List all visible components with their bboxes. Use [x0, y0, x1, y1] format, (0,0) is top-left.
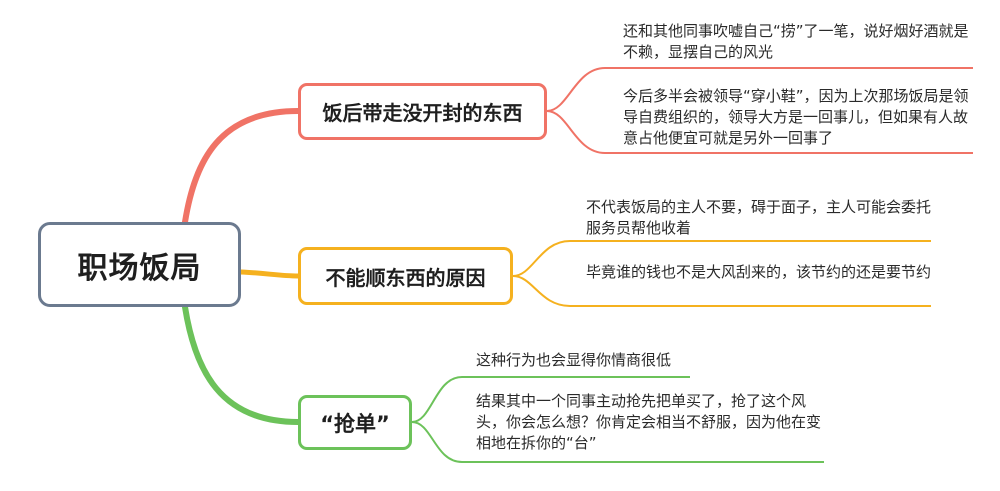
subtopic-text[interactable]: 毕竟谁的钱也不是大风刮来的，该节约的还是要节约	[586, 263, 932, 281]
connector-root-branch-1	[182, 108, 301, 225]
branch-topic-label: 不能顺东西的原因	[325, 265, 486, 290]
subtopic-text[interactable]: 还和其他同事吹嘘自己“捞”了一笔，说好烟好酒就是不赖，显摆自己的风光	[623, 22, 969, 61]
connector-branch-3-leaf-1	[411, 376, 690, 423]
subtopic-text[interactable]: 不代表饭局的主人不要，碍于面子，主人可能会委托服务员帮他收着	[586, 198, 932, 237]
connector-branch-1-leaf-2	[546, 110, 973, 154]
connector-root-branch-3	[182, 304, 301, 425]
branch-topic-label: 饭后带走没开封的东西	[322, 101, 523, 125]
branch-topic-takeaway[interactable]: 饭后带走没开封的东西	[298, 83, 547, 140]
connector-branch-2-leaf-2	[512, 275, 931, 307]
connector-branch-2-leaf-1	[512, 240, 931, 277]
root-topic-label: 职场饭局	[77, 250, 202, 286]
subtopic-text[interactable]: 这种行为也会显得你情商很低	[476, 351, 672, 369]
subtopic-text[interactable]: 结果其中一个同事主动抢先把单买了，抢了这个风头，你会怎么想？你肯定会相当不舒服，…	[476, 392, 822, 452]
root-topic[interactable]: 职场饭局	[38, 222, 241, 307]
branch-topic-grab-bill[interactable]: “抢单”	[298, 395, 412, 450]
connector-branch-1-leaf-1	[546, 67, 973, 112]
branch-topic-reasons[interactable]: 不能顺东西的原因	[298, 247, 513, 305]
branch-topic-label: “抢单”	[320, 411, 390, 436]
connector-root-branch-2	[238, 269, 301, 279]
subtopic-text[interactable]: 今后多半会被领导“穿小鞋”，因为上次那场饭局是领导自费组织的，领导大方是一回事儿…	[623, 87, 969, 147]
connector-branch-3-leaf-2	[411, 421, 824, 463]
